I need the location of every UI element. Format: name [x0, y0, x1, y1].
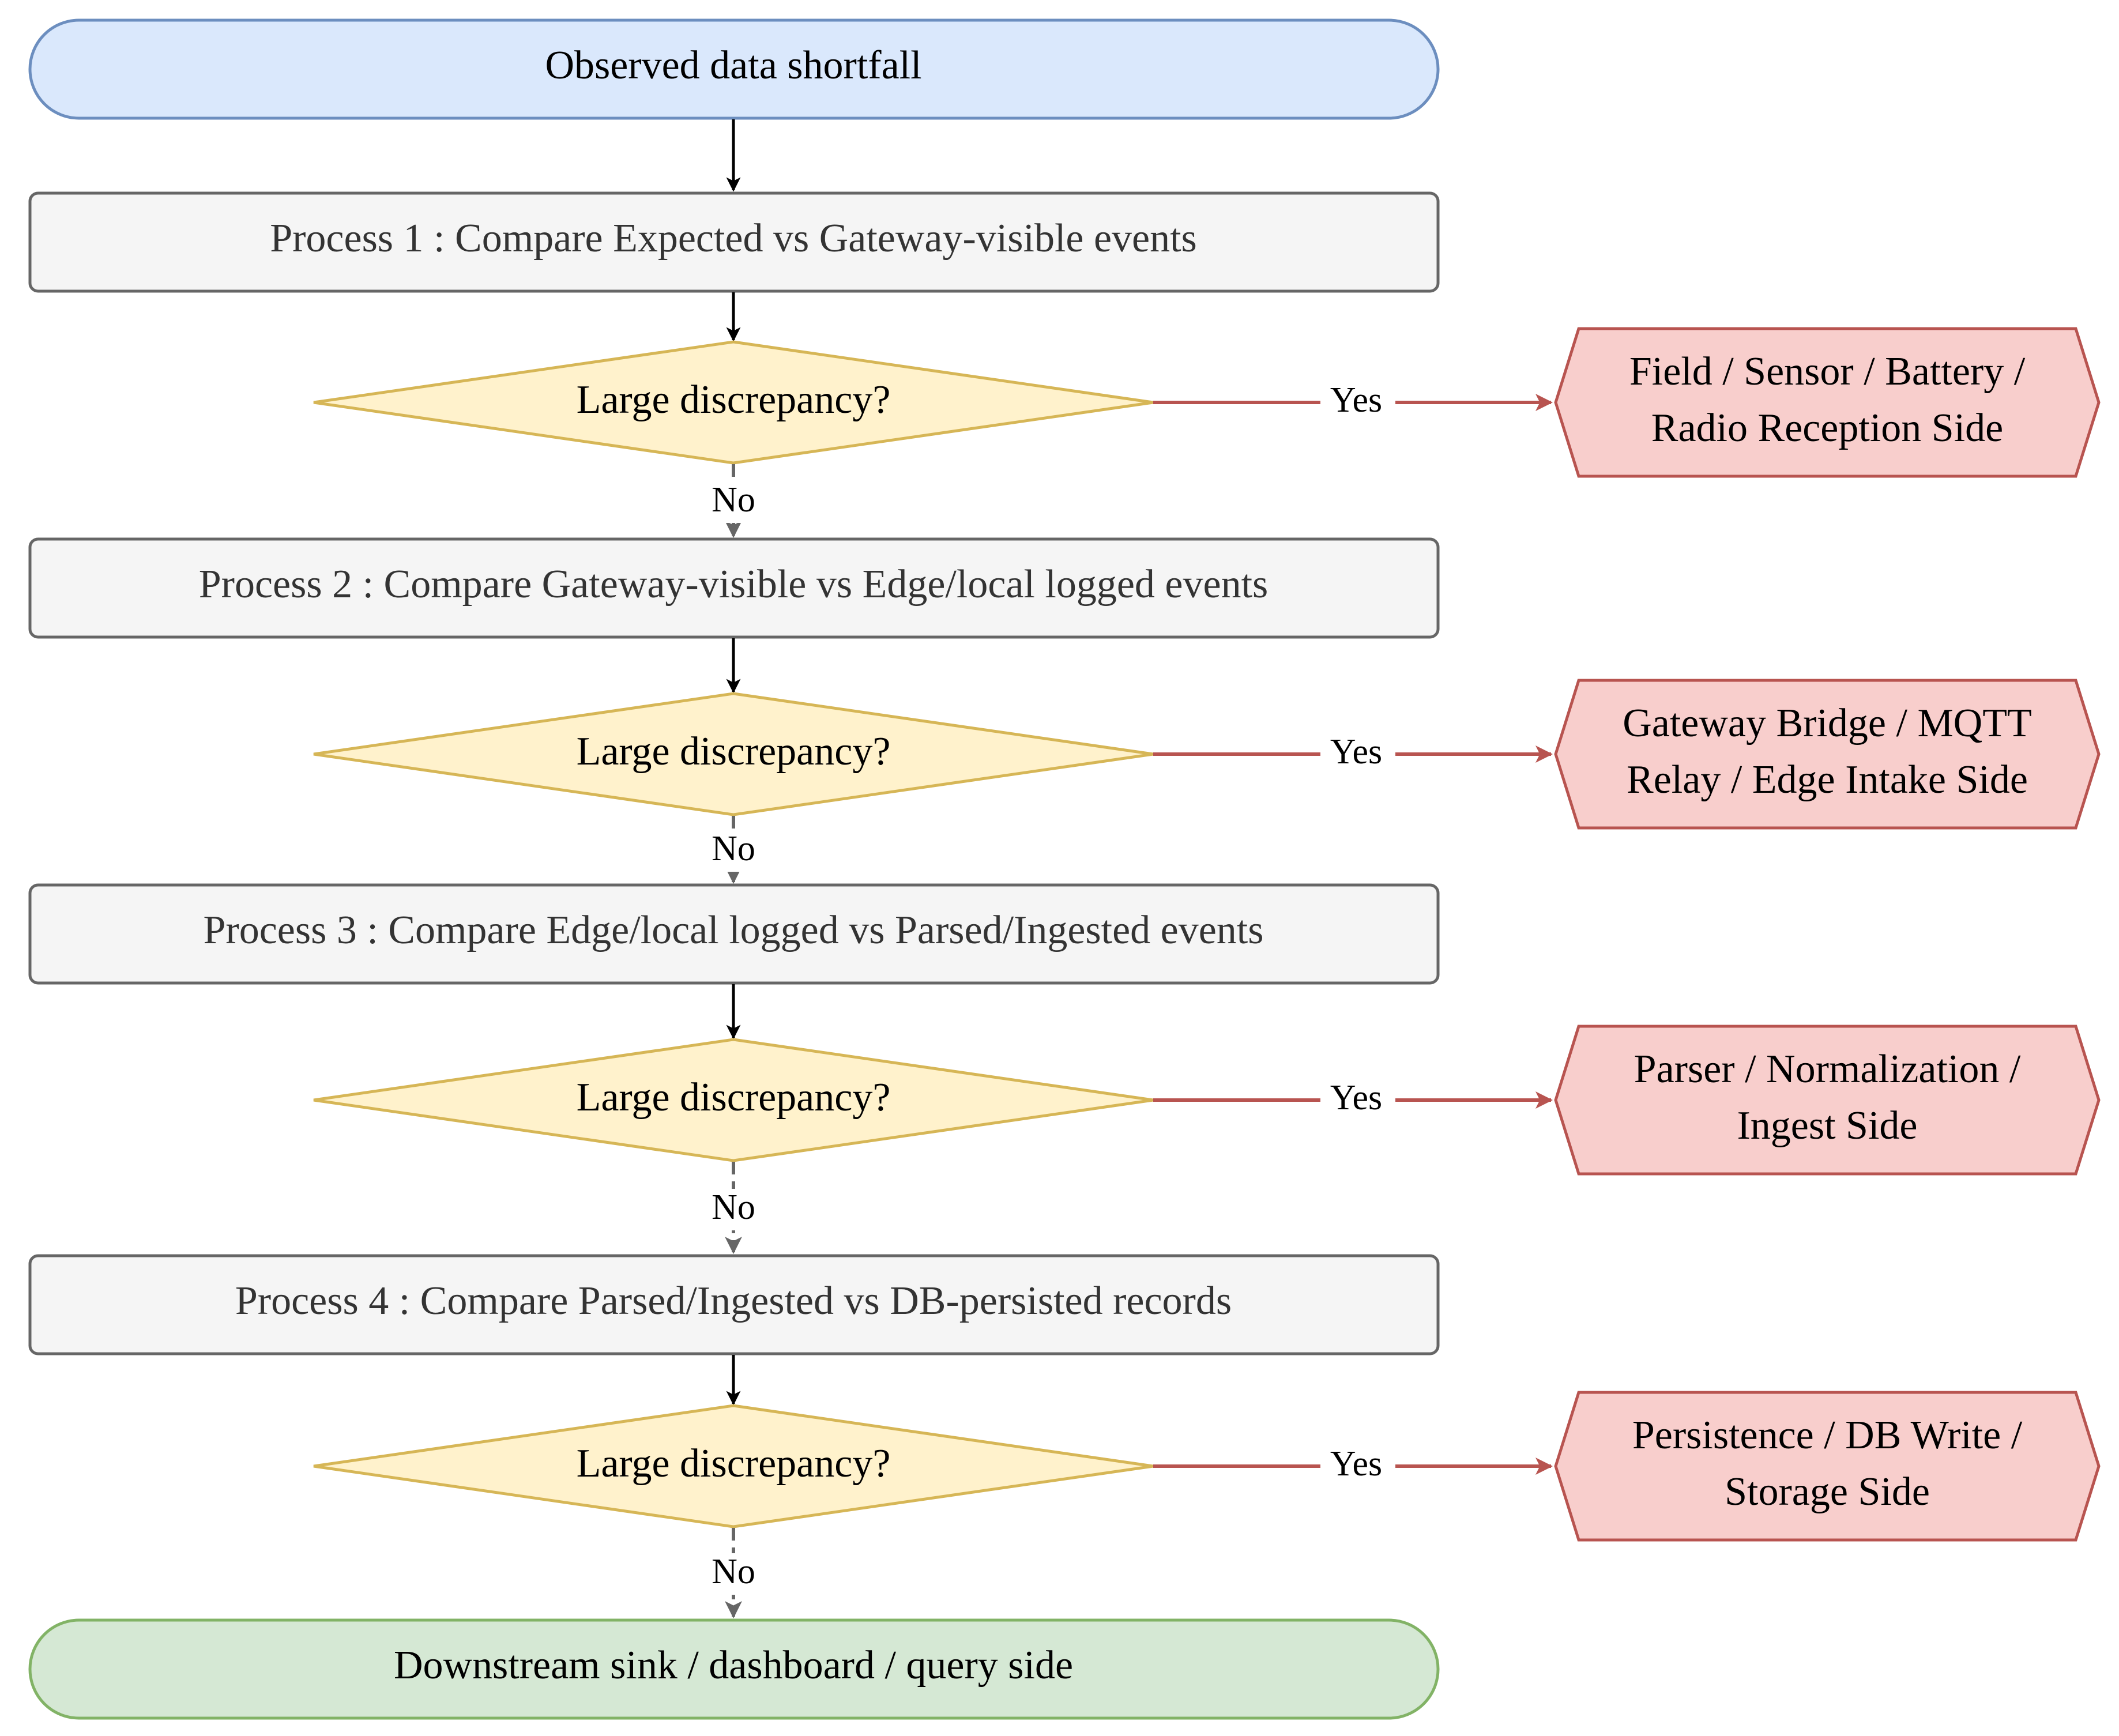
no-label-2: No: [712, 829, 755, 868]
process-3-label: Process 3 : Compare Edge/local logged vs…: [203, 908, 1263, 952]
outcome-2-line-1: Gateway Bridge / MQTT: [1623, 701, 2032, 745]
yes-label-4: Yes: [1330, 1444, 1382, 1483]
yes-label-2-bg: [1320, 733, 1395, 775]
outcome-4-line-2: Storage Side: [1725, 1470, 1930, 1514]
outcome-3-line-1: Parser / Normalization /: [1634, 1047, 2021, 1091]
end-terminator: [28, 1618, 1440, 1720]
no-label-3-bg: [703, 1189, 763, 1230]
outcome-2-line-2: Relay / Edge Intake Side: [1627, 758, 2028, 802]
start-label: Observed data shortfall: [545, 43, 921, 88]
outcome-4-hexagon: [1554, 1391, 2101, 1542]
process-4-label: Process 4 : Compare Parsed/Ingested vs D…: [235, 1279, 1232, 1323]
yes-label-3: Yes: [1330, 1078, 1382, 1117]
yes-label-3-bg: [1320, 1079, 1395, 1121]
outcome-1-hexagon: [1554, 327, 2101, 478]
process-1-label: Process 1 : Compare Expected vs Gateway-…: [270, 216, 1197, 261]
outcome-3-hexagon: [1554, 1025, 2101, 1176]
no-label-1: No: [712, 480, 755, 519]
yes-label-1: Yes: [1330, 381, 1382, 420]
yes-label-1-bg: [1320, 382, 1395, 423]
outcome-3-line-2: Ingest Side: [1737, 1104, 1917, 1148]
process-1-box: [28, 191, 1440, 293]
decision-4-label: Large discrepancy?: [577, 1441, 891, 1486]
process-4-box: [28, 1254, 1440, 1355]
process-3-box: [28, 883, 1440, 985]
no-label-2-bg: [703, 830, 763, 872]
outcome-4-line-1: Persistence / DB Write /: [1632, 1413, 2023, 1458]
decision-3-label: Large discrepancy?: [577, 1075, 891, 1120]
no-label-3: No: [712, 1188, 755, 1227]
yes-label-4-bg: [1320, 1445, 1395, 1487]
outcome-1-line-1: Field / Sensor / Battery /: [1629, 349, 2026, 394]
decision-1-diamond: [313, 340, 1154, 465]
decision-2-label: Large discrepancy?: [577, 729, 891, 774]
decision-4-diamond: [313, 1404, 1154, 1528]
outcome-1-line-2: Radio Reception Side: [1651, 406, 2003, 450]
process-2-label: Process 2 : Compare Gateway-visible vs E…: [199, 562, 1269, 607]
process-2-box: [28, 537, 1440, 639]
yes-label-2: Yes: [1330, 732, 1382, 771]
no-label-1-bg: [703, 481, 763, 523]
no-label-4-bg: [703, 1553, 763, 1595]
decision-3-diamond: [313, 1038, 1154, 1162]
start-terminator: [28, 18, 1440, 120]
decision-2-diamond: [313, 692, 1154, 816]
outcome-2-hexagon: [1554, 679, 2101, 830]
end-label: Downstream sink / dashboard / query side: [394, 1643, 1073, 1688]
no-label-4: No: [712, 1552, 755, 1591]
decision-1-label: Large discrepancy?: [577, 378, 891, 422]
